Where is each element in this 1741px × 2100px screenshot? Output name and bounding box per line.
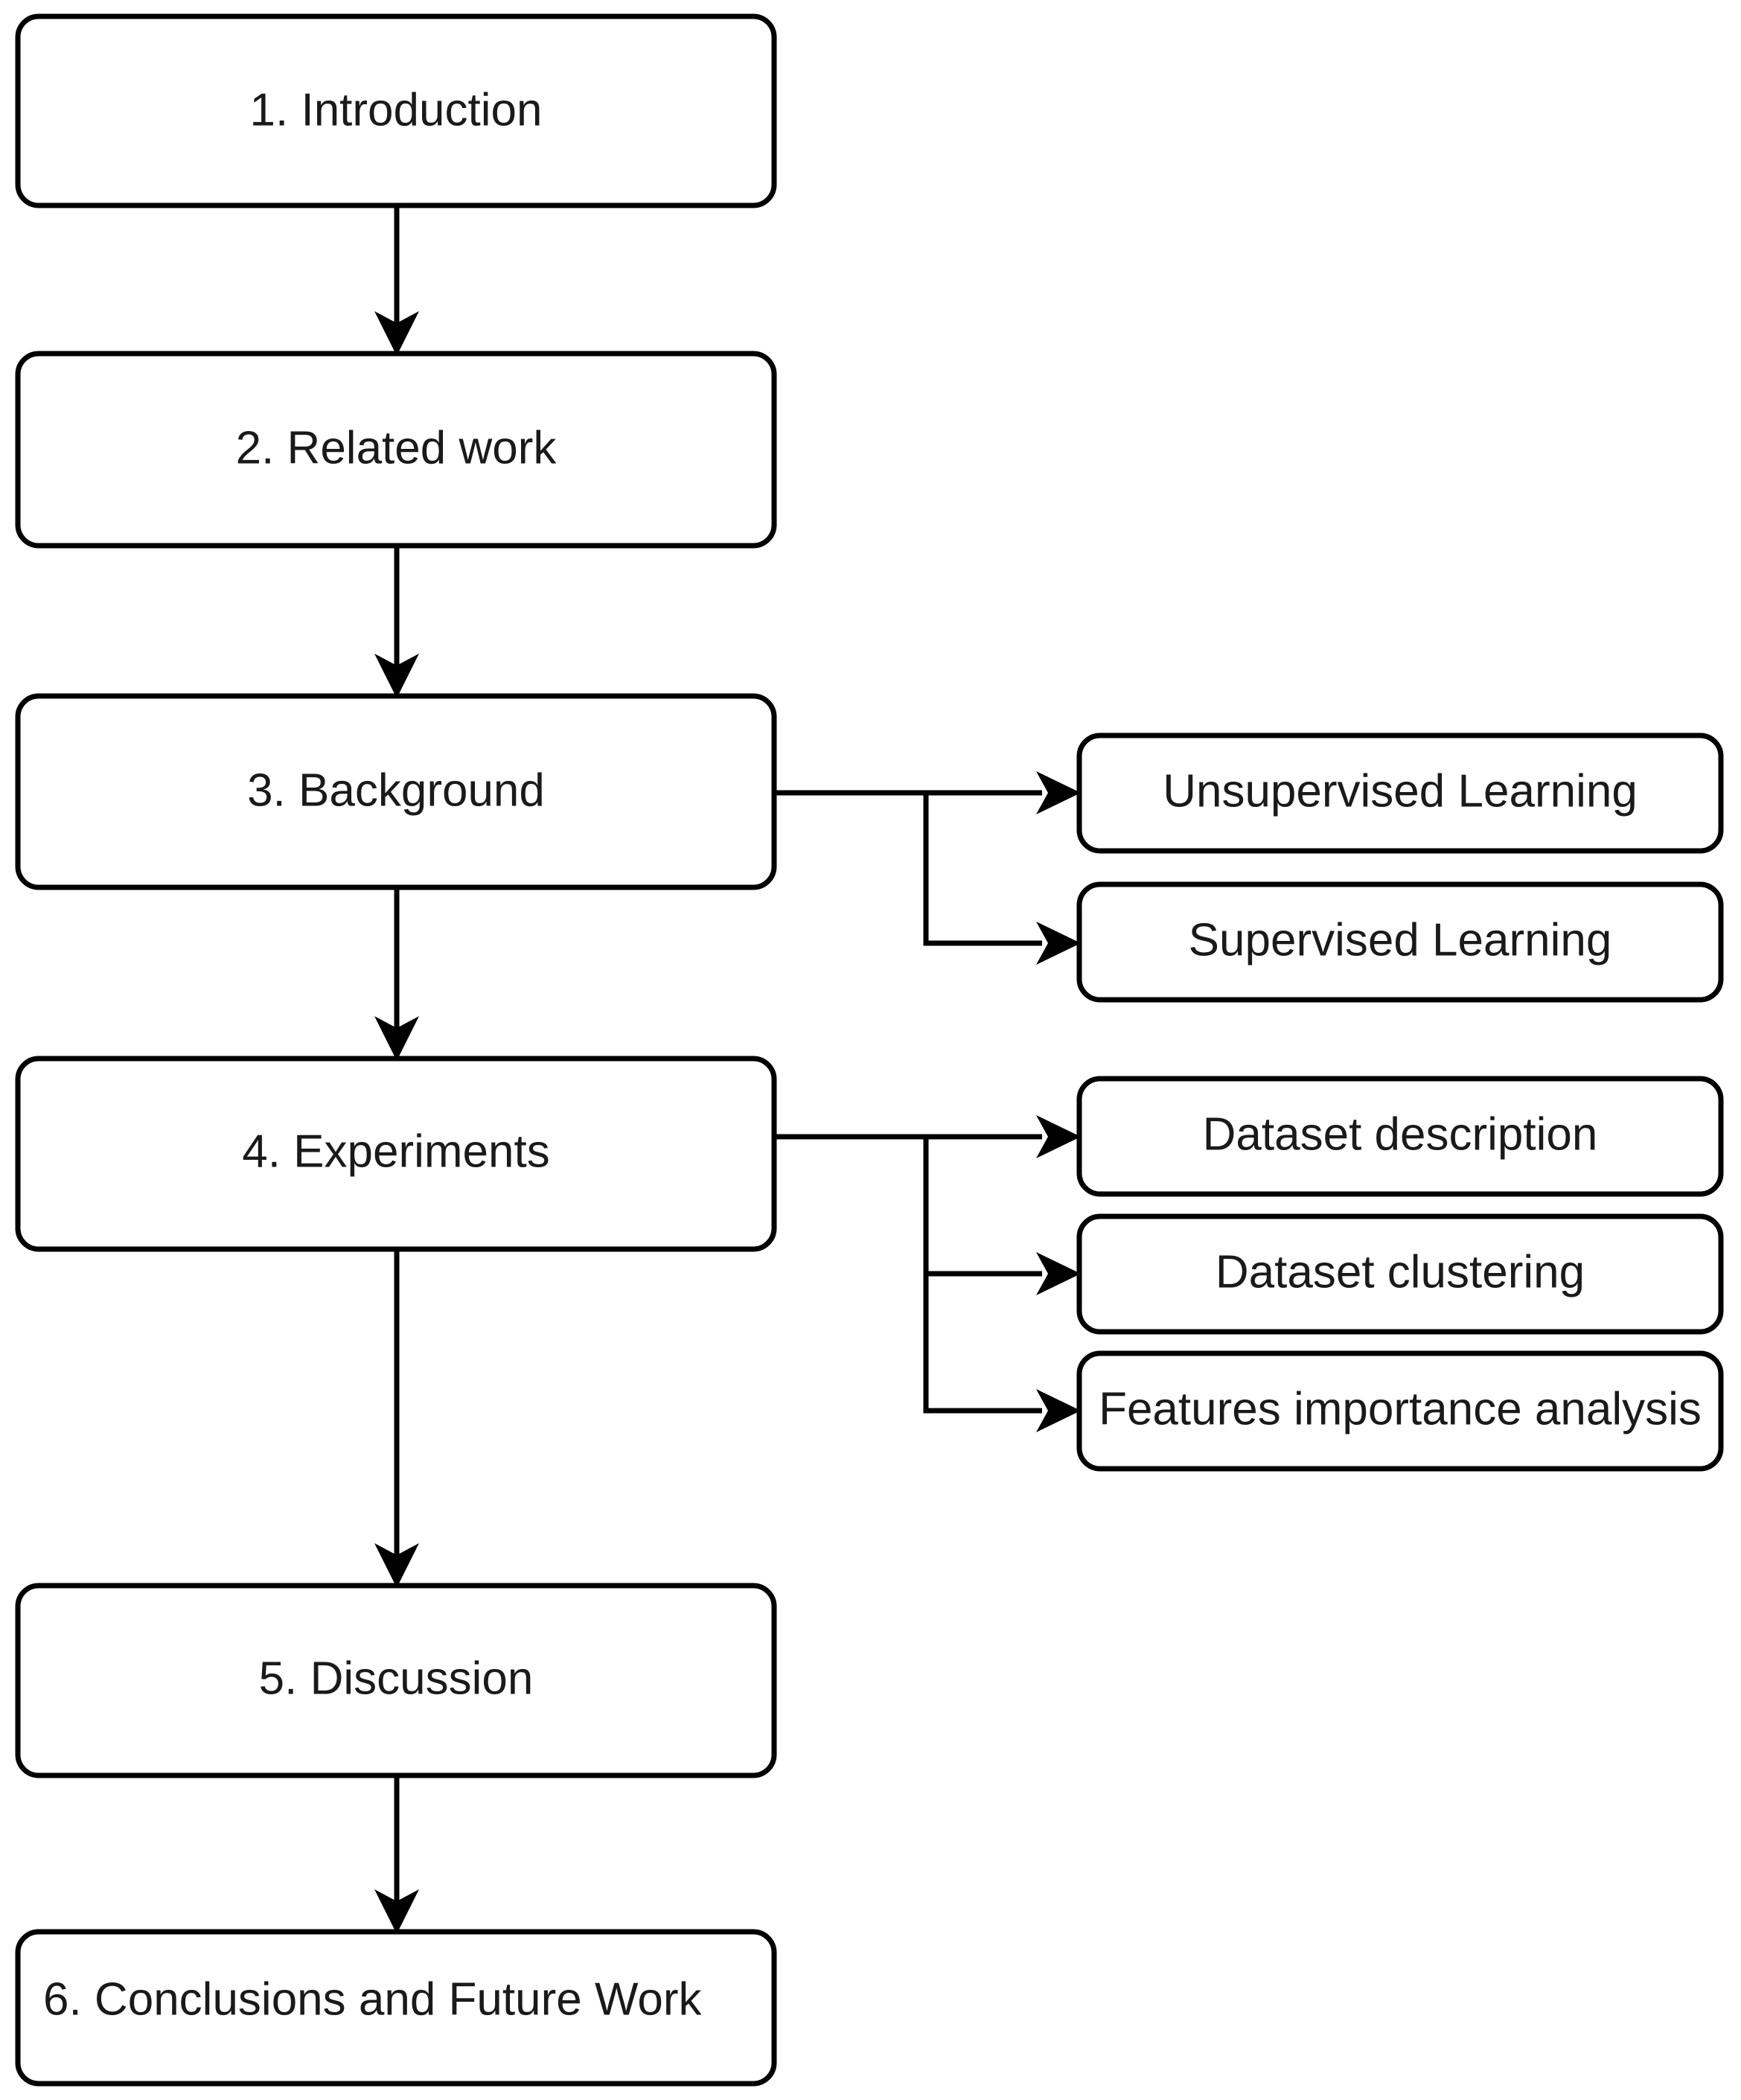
node-discussion-label: 5. Discussion [259,1653,534,1704]
node-background-label: 3. Background [247,765,545,816]
node-dataset-clustering[interactable]: Dataset clustering [1076,1213,1724,1335]
node-conclusions-shape[interactable] [15,1929,777,2087]
node-dataset-description-label: Dataset description [1203,1108,1598,1160]
edge-background-to-experiments [374,887,419,1061]
node-features-importance-analysis[interactable]: Features importance analysis [1076,1350,1724,1472]
node-supervised-learning-shape[interactable] [1076,881,1724,1003]
edge-experiments-to-dataset-clustering [1036,1252,1081,1295]
node-background[interactable]: 3. Background [15,693,777,890]
node-dataset-clustering-label: Dataset clustering [1215,1246,1585,1298]
node-experiments-label: 4. Experiments [242,1126,550,1177]
node-experiments-shape[interactable] [15,1056,777,1252]
node-conclusions[interactable]: 6. Conclusions and Future Work [15,1929,777,2087]
node-related-work-shape[interactable] [15,351,777,549]
edge-discussion-to-conclusions [374,1775,419,1934]
edge-related-work-to-background [374,546,419,698]
node-supervised-learning-label: Supervised Learning [1189,914,1612,966]
node-dataset-clustering-shape[interactable] [1076,1213,1724,1335]
node-introduction[interactable]: 1. Introduction [15,13,777,208]
edge-experiments-to-features-importance [1036,1389,1081,1432]
node-unsupervised-learning[interactable]: Unsupervised Learning [1076,733,1724,854]
edge-background-to-unsupervised [1036,771,1081,814]
edge-background-branch-trunk [774,790,1042,946]
node-experiments[interactable]: 4. Experiments [15,1056,777,1252]
edge-experiments-to-dataset-description [1036,1115,1081,1158]
node-unsupervised-learning-shape[interactable] [1076,733,1724,854]
node-dataset-description-shape[interactable] [1076,1076,1724,1197]
edge-experiments-branch-trunk [774,1134,1042,1414]
node-introduction-shape[interactable] [15,13,777,208]
edge-introduction-to-related-work [374,205,419,356]
node-related-work-label: 2. Related work [236,422,558,473]
node-unsupervised-learning-label: Unsupervised Learning [1163,765,1638,817]
node-discussion-shape[interactable] [15,1583,777,1778]
node-conclusions-label: 6. Conclusions and Future Work [43,1973,702,2025]
node-discussion[interactable]: 5. Discussion [15,1583,777,1778]
node-introduction-label: 1. Introduction [250,84,543,135]
node-features-importance-analysis-shape[interactable] [1076,1350,1724,1472]
node-dataset-description[interactable]: Dataset description [1076,1076,1724,1197]
node-background-shape[interactable] [15,693,777,890]
edge-experiments-to-discussion [374,1249,419,1588]
node-related-work[interactable]: 2. Related work [15,351,777,549]
node-supervised-learning[interactable]: Supervised Learning [1076,881,1724,1003]
node-features-importance-analysis-label: Features importance analysis [1099,1383,1702,1434]
edge-background-to-supervised [1036,922,1081,965]
